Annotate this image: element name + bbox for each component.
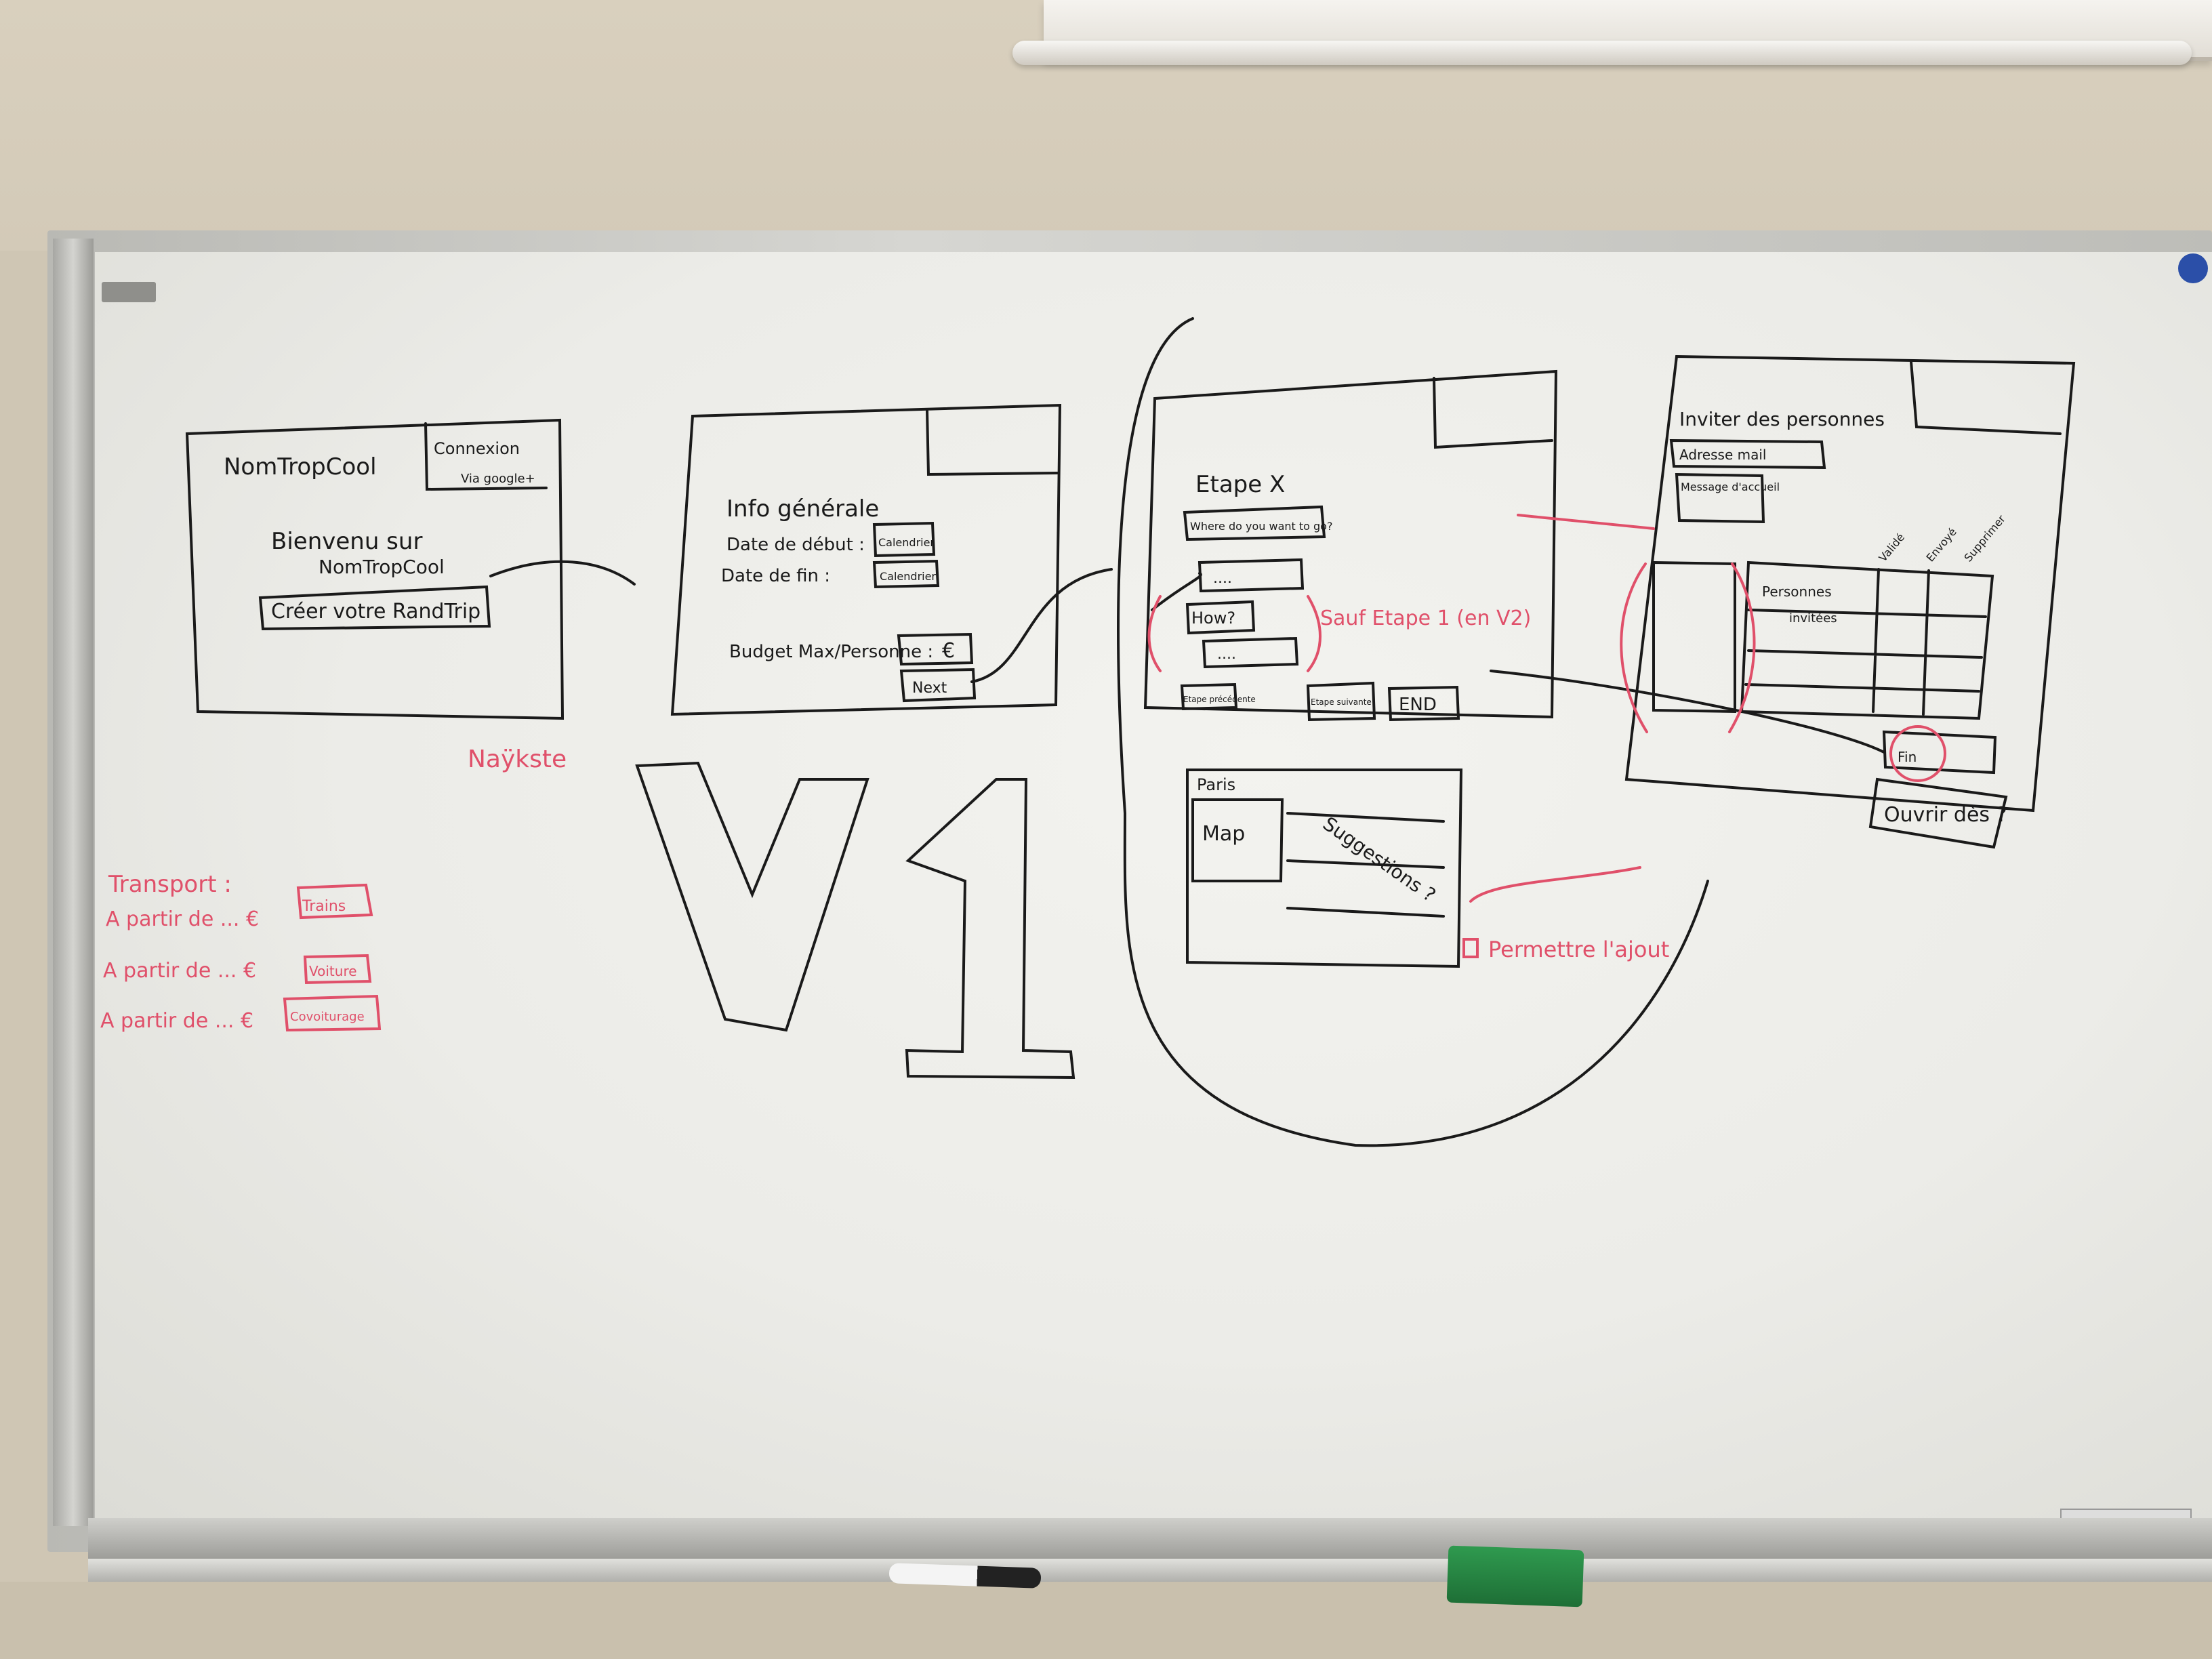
where-box <box>1183 505 1326 541</box>
next-step-box <box>1306 681 1376 722</box>
transport-row-1: A partir de ... € <box>106 907 259 931</box>
final-question[interactable]: Ouvrir dès ? <box>1884 803 2007 827</box>
transport-row-2: A partir de ... € <box>103 959 256 983</box>
invited-table-grid <box>1744 568 1987 716</box>
red-brackets-how <box>1147 595 1322 672</box>
column-sent: Envoyé <box>1924 525 1959 564</box>
start-date-button[interactable]: Calendrier <box>878 536 935 549</box>
login-sub: Via google+ <box>461 472 535 486</box>
field-a[interactable]: .... <box>1213 570 1232 587</box>
invite-corner <box>1910 361 2062 435</box>
contacts-box <box>1652 560 1736 714</box>
arrow-allow-to-map <box>1469 866 1641 903</box>
where-field[interactable]: Where do you want to go? <box>1190 520 1332 533</box>
invite-frame <box>1624 354 2076 813</box>
red-brackets-contacts <box>1620 562 1756 733</box>
projector-screen-roll <box>1012 41 2192 65</box>
column-validated: Validé <box>1877 531 1908 564</box>
step-title: Etape X <box>1195 471 1285 498</box>
login-title: Connexion <box>434 439 520 458</box>
allow-note: Permettre l'ajout <box>1488 937 1669 962</box>
map-frame <box>1186 769 1463 968</box>
transport-tag-3: Covoiturage <box>290 1010 365 1024</box>
field-a-box <box>1197 558 1305 593</box>
welcome-line-2[interactable]: NomTropCool <box>319 556 445 578</box>
end-date-label: Date de fin : <box>721 566 830 586</box>
red-note-left: Naÿkste <box>468 745 567 773</box>
message-box <box>1675 472 1765 524</box>
invited-table <box>1740 560 1994 720</box>
info-corner <box>926 409 1059 476</box>
certification-badge-icon <box>2178 253 2208 283</box>
whiteboard-left-rail <box>53 239 94 1526</box>
final-button-box <box>1882 730 1997 775</box>
whiteboard-brand-tag <box>102 282 156 302</box>
map-place: Paris <box>1197 775 1235 794</box>
arrow-landing-to-info <box>489 560 636 586</box>
next-button[interactable]: Next <box>912 680 947 697</box>
budget-label: Budget Max/Personne : <box>729 642 933 662</box>
v-letter <box>635 761 869 1032</box>
marker-tray-lip <box>88 1559 2212 1582</box>
create-button[interactable]: Créer votre RandTrip <box>271 600 480 623</box>
arrow-into-field <box>1151 572 1202 611</box>
marker-tray <box>88 1518 2212 1559</box>
end-date-button[interactable]: Calendrier <box>880 570 936 583</box>
end-box <box>1387 685 1460 722</box>
invited-label-1: Personnes <box>1762 583 1832 600</box>
email-field[interactable]: Adresse mail <box>1679 447 1766 463</box>
budget-box <box>897 632 974 666</box>
next-box <box>899 668 977 703</box>
map-label[interactable]: Map <box>1202 822 1245 846</box>
invited-label-2: invitées <box>1789 611 1837 626</box>
budget-unit[interactable]: € <box>942 639 955 663</box>
end-date-box <box>872 559 940 589</box>
floor-wall <box>0 1582 2212 1659</box>
step-corner <box>1433 377 1553 449</box>
suggestion-lines <box>1286 812 1445 918</box>
loop-arrow <box>1117 317 1709 1147</box>
allow-checkbox <box>1462 938 1479 958</box>
suggestions-label: Suggestions ? <box>1319 813 1440 907</box>
login-box <box>424 422 548 491</box>
column-delete: Supprimer <box>1962 512 2009 565</box>
welcome-line-1: Bienvenu sur <box>271 528 422 555</box>
email-box <box>1669 438 1826 470</box>
info-title: Info générale <box>726 495 879 523</box>
arrow-info-to-step <box>970 568 1113 683</box>
next-step-button[interactable]: Etape suivante <box>1311 697 1372 707</box>
final-button[interactable]: Fin <box>1898 749 1917 765</box>
one-letter <box>905 778 1076 1080</box>
start-date-box <box>872 521 936 558</box>
message-field[interactable]: Message d'accueil <box>1681 480 1780 493</box>
arrow-step-to-invite <box>1517 514 1655 530</box>
transport-tag-2: Voiture <box>309 963 357 979</box>
info-frame <box>670 403 1062 716</box>
step-red-note: Sauf Etape 1 (en V2) <box>1320 607 1531 630</box>
how-box <box>1185 600 1256 635</box>
start-date-label: Date de début : <box>726 535 865 555</box>
field-b[interactable]: .... <box>1217 646 1236 663</box>
landing-brand: NomTropCool <box>224 453 377 480</box>
transport-tags <box>283 883 382 1032</box>
transport-tag-1: Trains <box>302 898 346 915</box>
landing-frame <box>185 418 565 720</box>
field-b-box <box>1202 636 1299 669</box>
end-button[interactable]: END <box>1399 695 1437 715</box>
red-circle-fin <box>1889 725 1946 782</box>
transport-row-3: A partir de ... € <box>100 1009 253 1033</box>
invite-title: Inviter des personnes <box>1679 408 1885 430</box>
arrow-invite-to-step <box>1490 670 1885 754</box>
transport-title: Transport : <box>108 871 232 898</box>
prev-step-button[interactable]: Etape précédente <box>1183 695 1256 704</box>
step-frame <box>1143 369 1558 719</box>
how-field[interactable]: How? <box>1191 609 1235 628</box>
map-box <box>1191 798 1284 882</box>
final-question-box <box>1868 777 2008 849</box>
create-button-box <box>258 585 491 631</box>
prev-box <box>1180 682 1238 711</box>
